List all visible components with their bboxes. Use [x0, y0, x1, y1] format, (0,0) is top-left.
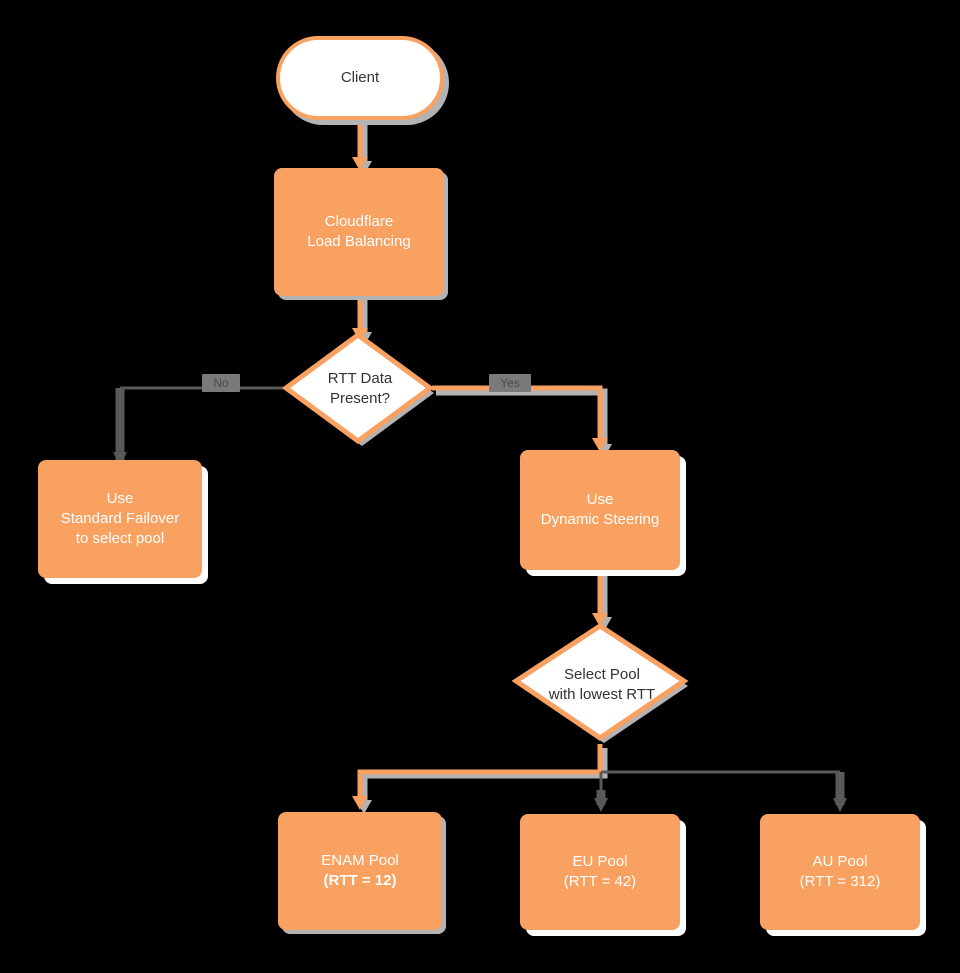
- node-au-pool-label: AU Pool (RTT = 312): [800, 852, 881, 892]
- node-enam-pool-line1: ENAM Pool: [321, 852, 399, 869]
- node-rtt-present-shape: [282, 331, 435, 446]
- node-load-balancing-line1: Cloudflare: [324, 213, 394, 230]
- node-eu-pool[interactable]: EU Pool (RTT = 42): [520, 814, 680, 930]
- node-dynamic-steering[interactable]: Use Dynamic Steering: [520, 450, 680, 570]
- node-eu-pool-line1: EU Pool: [572, 853, 628, 870]
- node-rtt-present[interactable]: RTT Data Present?: [282, 330, 438, 448]
- node-au-pool[interactable]: AU Pool (RTT = 312): [760, 814, 920, 930]
- node-standard-failover-line2: Standard Failover: [60, 510, 180, 527]
- node-load-balancing-label: Cloudflare Load Balancing: [307, 212, 410, 252]
- node-load-balancing[interactable]: Cloudflare Load Balancing: [274, 168, 444, 296]
- node-enam-pool[interactable]: ENAM Pool (RTT = 12): [278, 812, 442, 930]
- node-standard-failover-line3: to select pool: [75, 530, 165, 547]
- node-dynamic-steering-line1: Use: [586, 491, 614, 508]
- node-dynamic-steering-line2: Dynamic Steering: [540, 511, 660, 528]
- edge-label-no: No: [202, 374, 240, 392]
- edge-label-yes: Yes: [489, 374, 531, 392]
- node-select-pool-shape: [512, 623, 689, 743]
- node-au-pool-line1: AU Pool: [812, 853, 868, 870]
- node-client-label: Client: [340, 69, 380, 86]
- node-dynamic-steering-label: Use Dynamic Steering: [541, 490, 659, 530]
- node-client[interactable]: Client: [276, 36, 444, 120]
- node-standard-failover-label: Use Standard Failover to select pool: [61, 489, 179, 549]
- node-au-pool-line2: (RTT = 312): [799, 873, 881, 890]
- node-enam-pool-label: ENAM Pool (RTT = 12): [321, 851, 399, 891]
- node-eu-pool-label: EU Pool (RTT = 42): [564, 852, 636, 892]
- node-load-balancing-line2: Load Balancing: [307, 233, 411, 250]
- node-standard-failover-line1: Use: [106, 490, 134, 507]
- node-standard-failover[interactable]: Use Standard Failover to select pool: [38, 460, 202, 578]
- node-eu-pool-line2: (RTT = 42): [563, 873, 637, 890]
- node-enam-pool-line2: (RTT = 12): [323, 872, 397, 889]
- node-select-pool[interactable]: Select Pool with lowest RTT: [512, 620, 692, 750]
